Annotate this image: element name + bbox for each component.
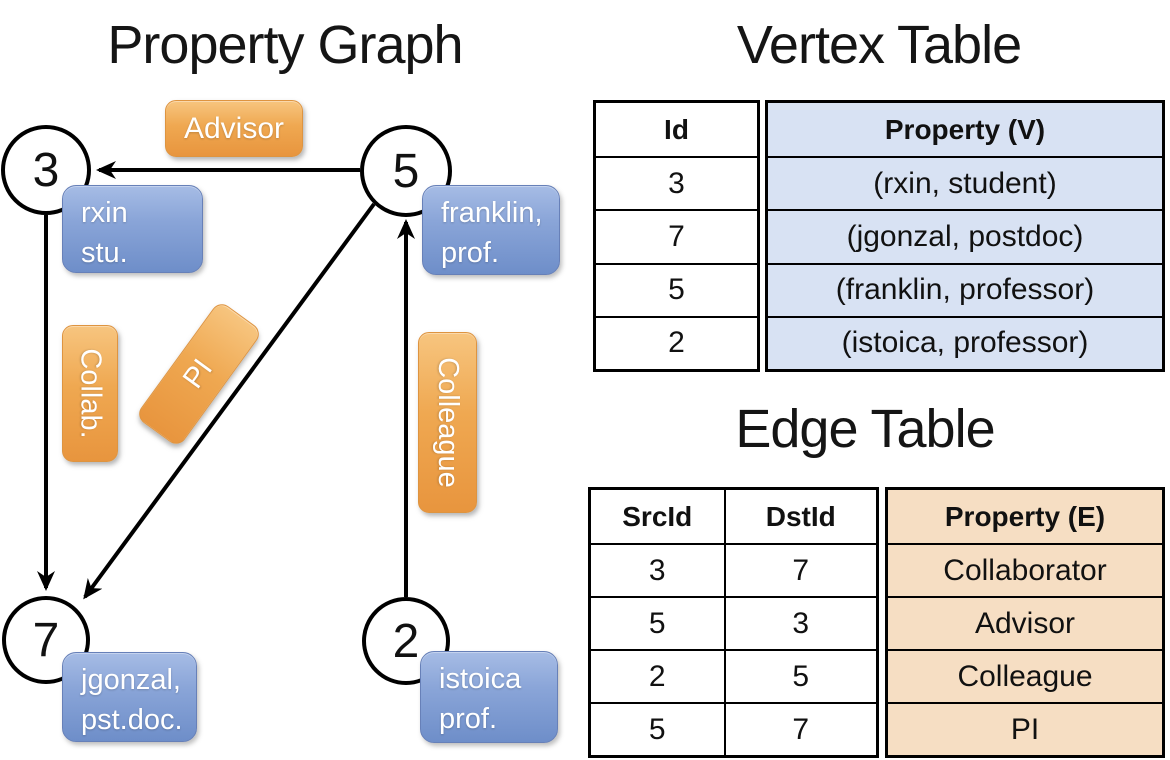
table-cell: 5 <box>591 702 724 755</box>
node-properties-2: istoica prof. <box>420 651 558 743</box>
table-cell: 7 <box>723 702 876 755</box>
table-cell: 7 <box>723 543 876 596</box>
vertex-table-property-column: Property (V) (rxin, student) (jgonzal, p… <box>765 100 1165 372</box>
table-cell: Advisor <box>888 596 1162 649</box>
column-header-property-v: Property (V) <box>884 113 1046 145</box>
vertex-table-id-column: Id 3 7 5 2 <box>593 100 760 372</box>
table-cell: 7 <box>596 209 757 262</box>
node-property-line: istoica <box>439 663 522 695</box>
table-cell: 3 <box>596 156 757 209</box>
edge-label-text: Colleague <box>432 357 465 488</box>
vertex-table: Id 3 7 5 2 Property (V) (rxin, student) … <box>593 100 1165 372</box>
column-header-property-e: Property (E) <box>944 500 1106 532</box>
node-id-label: 3 <box>32 143 60 197</box>
table-cell: 2 <box>596 315 757 369</box>
node-property-line: rxin <box>81 197 128 229</box>
table-cell: (rxin, student) <box>768 156 1162 209</box>
table-cell: Colleague <box>888 649 1162 702</box>
column-header-srcid: SrcId <box>622 500 693 532</box>
edge-label-colleague: Colleague <box>418 332 477 513</box>
graph-node-2: 2 <box>362 597 450 685</box>
node-id-label: 7 <box>32 613 60 667</box>
edge-table-id-columns: SrcId DstId 3 7 5 3 2 5 5 7 <box>588 487 879 758</box>
node-property-line: prof. <box>439 703 498 735</box>
node-property-line: jgonzal, <box>81 664 181 696</box>
node-property-line: franklin, <box>441 197 543 229</box>
node-id-label: 5 <box>392 144 420 198</box>
edge-table: SrcId DstId 3 7 5 3 2 5 5 7 Property (E)… <box>588 487 1165 758</box>
table-cell: 5 <box>591 596 724 649</box>
table-cell: (jgonzal, postdoc) <box>768 209 1162 262</box>
edge-label-text: Collab. <box>74 348 107 439</box>
table-cell: PI <box>888 702 1162 755</box>
column-header-dstid: DstId <box>723 490 876 543</box>
pi-edge-line <box>83 202 376 600</box>
node-property-line: stu. <box>81 237 128 269</box>
table-cell: (istoica, professor) <box>768 315 1162 369</box>
edge-table-property-column: Property (E) Collaborator Advisor Collea… <box>885 487 1165 758</box>
edge-label-collab: Collab. <box>62 325 118 462</box>
property-graph-title: Property Graph <box>107 15 463 75</box>
graph-edges <box>37 161 415 600</box>
vertex-table-title: Vertex Table <box>736 15 1022 75</box>
node-properties-7: jgonzal, pst.doc. <box>62 652 197 742</box>
node-properties-5: franklin, prof. <box>422 185 560 275</box>
node-property-line: pst.doc. <box>81 704 183 736</box>
edge-label-advisor: Advisor <box>165 100 303 157</box>
table-cell: 5 <box>596 262 757 316</box>
table-cell: Collaborator <box>888 543 1162 596</box>
table-cell: 2 <box>591 649 724 702</box>
node-id-label: 2 <box>392 614 420 668</box>
table-cell: (franklin, professor) <box>768 262 1162 316</box>
edge-label-text: PI <box>177 353 220 395</box>
table-cell: 5 <box>723 649 876 702</box>
node-property-line: prof. <box>441 237 500 269</box>
column-header-id: Id <box>664 113 689 145</box>
table-cell: 3 <box>591 543 724 596</box>
edge-table-title: Edge Table <box>735 399 995 459</box>
edge-label-text: Advisor <box>183 111 285 145</box>
table-cell: 3 <box>723 596 876 649</box>
node-properties-3: rxin stu. <box>62 185 203 273</box>
graph-node-5: 5 <box>360 125 452 217</box>
